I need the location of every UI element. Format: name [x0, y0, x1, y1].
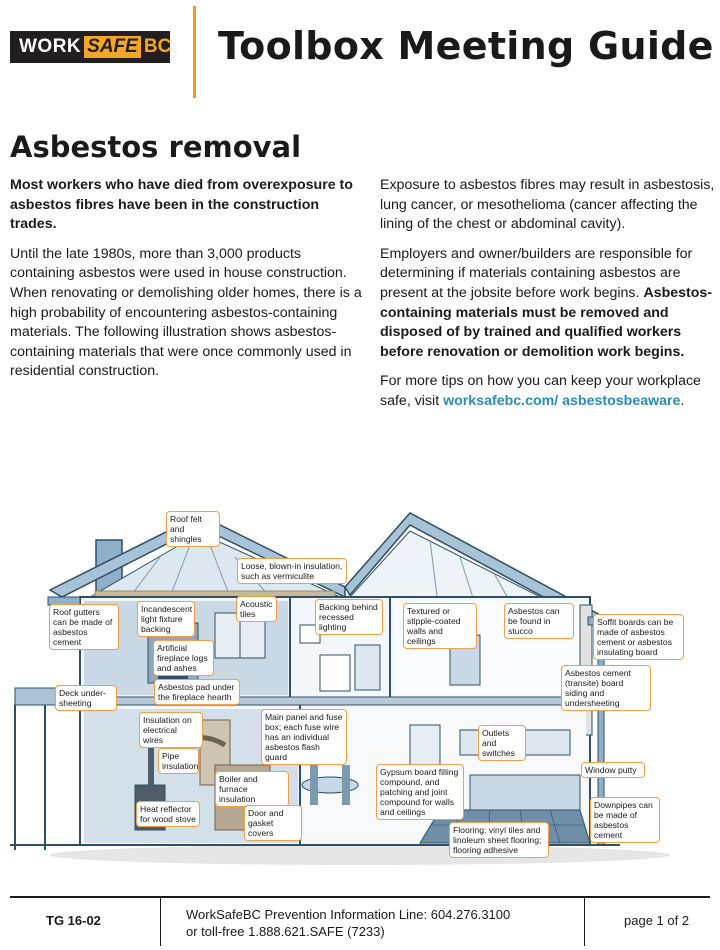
intro-bold: Most workers who have died from overexpo…: [10, 177, 353, 233]
callout-boiler: Boiler and furnace insulation: [215, 771, 289, 807]
page-title: Asbestos removal: [10, 130, 302, 164]
prevention-info: WorkSafeBC Prevention Information Line: …: [186, 906, 510, 940]
callout-outlets: Outlets and switches: [478, 725, 526, 761]
callout-stucco: Asbestos can be found in stucco: [504, 603, 574, 639]
callout-fireplace-logs: Artificial fireplace logs and ashes: [153, 640, 214, 676]
worksafebc-link[interactable]: worksafebc.com/ asbestosbeaware: [443, 392, 681, 409]
right-column: Exposure to asbestos fibres may result i…: [380, 176, 716, 422]
callout-roof-gutters: Roof gutters can be made of asbestos cem…: [49, 604, 119, 650]
footer-divider-left: [160, 898, 161, 946]
callout-pad-hearth: Asbestos pad under the fireplace hearth: [154, 679, 240, 705]
callout-roof-felt: Roof felt and shingles: [166, 511, 220, 547]
exposure-paragraph: Exposure to asbestos fibres may result i…: [380, 177, 715, 233]
callout-pipe-insulation: Pipe insulation: [158, 748, 199, 774]
left-paragraph: Until the late 1980s, more than 3,000 pr…: [10, 245, 362, 380]
worksafebc-logo: WORK SAFE BC: [10, 31, 172, 63]
responsibility-text: Employers and owner/builders are respons…: [380, 245, 693, 301]
document-code: TG 16-02: [46, 913, 101, 928]
logo-work: WORK: [19, 36, 82, 57]
responsibility-bold: Asbestos-containing materials must be re…: [380, 284, 713, 360]
callout-acoustic-tiles: Acoustic tiles: [236, 596, 277, 622]
callout-loose-insulation: Loose, blown-in insulation, such as verm…: [237, 558, 347, 584]
callout-backing-lighting: Backing behind recessed lighting: [315, 599, 383, 635]
callout-deck: Deck under-sheeting: [55, 685, 117, 711]
callout-door-gaskets: Door and gasket covers: [244, 805, 302, 841]
footer-rule: [10, 896, 710, 898]
callout-wire-insulation: Insulation on electrical wires: [139, 712, 203, 748]
callout-flooring: Flooring: vinyl tiles and linoleum sheet…: [449, 822, 549, 858]
callout-textured-walls: Textured or stipple-coated walls and cei…: [403, 603, 477, 649]
tips-text: For more tips on how you can keep your w…: [380, 373, 701, 409]
guide-title: Toolbox Meeting Guide: [218, 24, 714, 68]
callout-cement-siding: Asbestos cement (transite) board siding …: [561, 665, 651, 711]
callout-heat-reflector: Heat reflector for wood stove: [136, 801, 200, 827]
logo-safe: SAFE: [84, 36, 141, 58]
logo-bc: BC: [143, 36, 172, 57]
house-illustration: Roof felt and shingles Loose, blown-in i…: [0, 505, 720, 870]
callout-downpipes: Downpipes can be made of asbestos cement: [590, 797, 660, 843]
left-column: Most workers who have died from overexpo…: [10, 176, 362, 392]
callout-main-panel: Main panel and fuse box; each fuse wire …: [261, 709, 347, 765]
tips-paragraph: For more tips on how you can keep your w…: [380, 372, 716, 411]
callout-gypsum: Gypsum board filling compound, and patch…: [376, 764, 464, 820]
callout-soffit: Soffit boards can be made of asbestos ce…: [593, 614, 684, 660]
info-line-2: or toll-free 1.888.621.SAFE (7233): [186, 924, 385, 939]
callout-incandescent: Incandescent light fixture backing: [137, 601, 195, 637]
tips-end: .: [680, 392, 685, 409]
page-number: page 1 of 2: [624, 913, 690, 928]
header-divider: [193, 6, 196, 98]
footer-divider-right: [584, 898, 585, 946]
callout-window-putty: Window putty: [581, 762, 645, 778]
info-line-1: WorkSafeBC Prevention Information Line: …: [186, 907, 511, 922]
responsibility-paragraph: Employers and owner/builders are respons…: [380, 245, 716, 363]
